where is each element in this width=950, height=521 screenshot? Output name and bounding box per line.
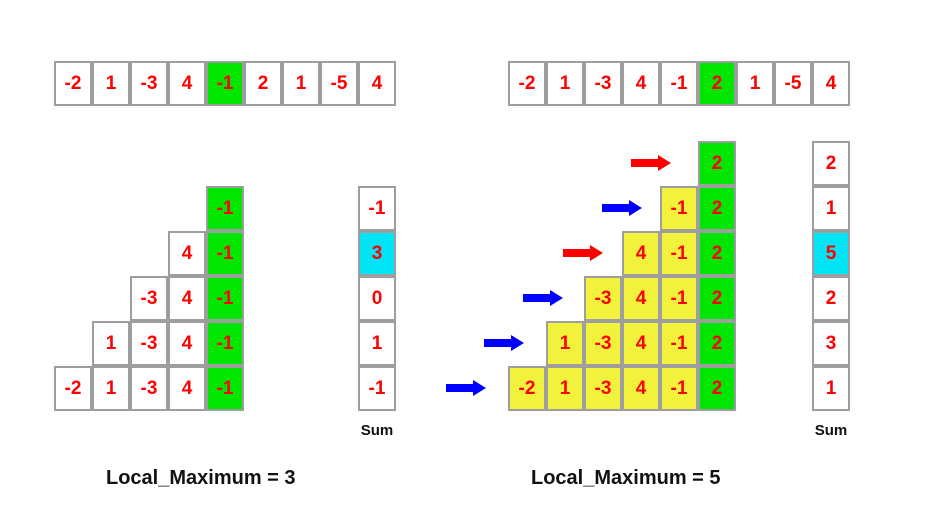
right-subarray-cell: -1: [660, 186, 698, 231]
left-subarray-cell: 4: [168, 276, 206, 321]
right-subarray-cell-current: 2: [698, 231, 736, 276]
right-sum-label: Sum: [814, 422, 848, 439]
right-subarray-cell: -3: [584, 276, 622, 321]
left-subarray-cell-current: -1: [206, 366, 244, 411]
left-subarray-cell: 1: [92, 321, 130, 366]
left-subarray-cell: -3: [130, 321, 168, 366]
left-array-cell: 4: [168, 61, 206, 106]
left-subarray-cell-current: -1: [206, 231, 244, 276]
right-array-cell: 1: [546, 61, 584, 106]
right-result-label: Local_Maximum = 5: [531, 467, 721, 489]
right-array-cell: -2: [508, 61, 546, 106]
left-array-cell: -2: [54, 61, 92, 106]
left-array-cell-current: -1: [206, 61, 244, 106]
left-sum-cell: -1: [358, 186, 396, 231]
left-subarray-cell-current: -1: [206, 321, 244, 366]
right-subarray-cell-current: 2: [698, 276, 736, 321]
right-sum-cell: 2: [812, 141, 850, 186]
left-array-cell: 2: [244, 61, 282, 106]
right-sum-cell: 1: [812, 186, 850, 231]
arrow-right-icon: [446, 380, 486, 396]
right-sum-cell: 3: [812, 321, 850, 366]
left-sum-cell: 0: [358, 276, 396, 321]
left-subarray-cell: 1: [92, 366, 130, 411]
arrow-right-icon: [523, 290, 563, 306]
left-sum-cell: -1: [358, 366, 396, 411]
right-array-cell: 4: [622, 61, 660, 106]
right-subarray-cell: 4: [622, 231, 660, 276]
right-subarray-cell-current: 2: [698, 321, 736, 366]
right-array-cell: -5: [774, 61, 812, 106]
arrow-right-icon: [631, 155, 671, 171]
right-subarray-cell: 1: [546, 366, 584, 411]
left-subarray-cell: -3: [130, 276, 168, 321]
right-subarray-cell: -3: [584, 321, 622, 366]
left-array-cell: -3: [130, 61, 168, 106]
right-sum-cell: 1: [812, 366, 850, 411]
right-array-cell: 1: [736, 61, 774, 106]
left-sum-label: Sum: [360, 422, 394, 439]
right-subarray-cell: 1: [546, 321, 584, 366]
right-subarray-cell-current: 2: [698, 141, 736, 186]
right-subarray-cell-current: 2: [698, 186, 736, 231]
right-sum-cell: 2: [812, 276, 850, 321]
left-result-label: Local_Maximum = 3: [106, 467, 296, 489]
right-array-cell: -3: [584, 61, 622, 106]
left-sum-cell-max: 3: [358, 231, 396, 276]
left-subarray-cell: 4: [168, 321, 206, 366]
right-subarray-cell: 4: [622, 276, 660, 321]
right-subarray-cell-current: 2: [698, 366, 736, 411]
left-subarray-cell-current: -1: [206, 186, 244, 231]
right-subarray-cell: -1: [660, 231, 698, 276]
left-array-cell: 1: [282, 61, 320, 106]
right-subarray-cell: 4: [622, 366, 660, 411]
arrow-right-icon: [602, 200, 642, 216]
right-subarray-cell: -1: [660, 276, 698, 321]
left-array-cell: 4: [358, 61, 396, 106]
right-array-cell: 4: [812, 61, 850, 106]
right-array-cell-current: 2: [698, 61, 736, 106]
right-subarray-cell: -1: [660, 321, 698, 366]
left-subarray-cell: 4: [168, 231, 206, 276]
left-subarray-cell: -2: [54, 366, 92, 411]
right-subarray-cell: 4: [622, 321, 660, 366]
right-subarray-cell: -3: [584, 366, 622, 411]
left-subarray-cell-current: -1: [206, 276, 244, 321]
right-sum-cell-max: 5: [812, 231, 850, 276]
right-array-cell: -1: [660, 61, 698, 106]
left-array-cell: -5: [320, 61, 358, 106]
left-sum-cell: 1: [358, 321, 396, 366]
arrow-right-icon: [563, 245, 603, 261]
left-subarray-cell: 4: [168, 366, 206, 411]
right-subarray-cell: -2: [508, 366, 546, 411]
left-array-cell: 1: [92, 61, 130, 106]
arrow-right-icon: [484, 335, 524, 351]
right-subarray-cell: -1: [660, 366, 698, 411]
left-subarray-cell: -3: [130, 366, 168, 411]
